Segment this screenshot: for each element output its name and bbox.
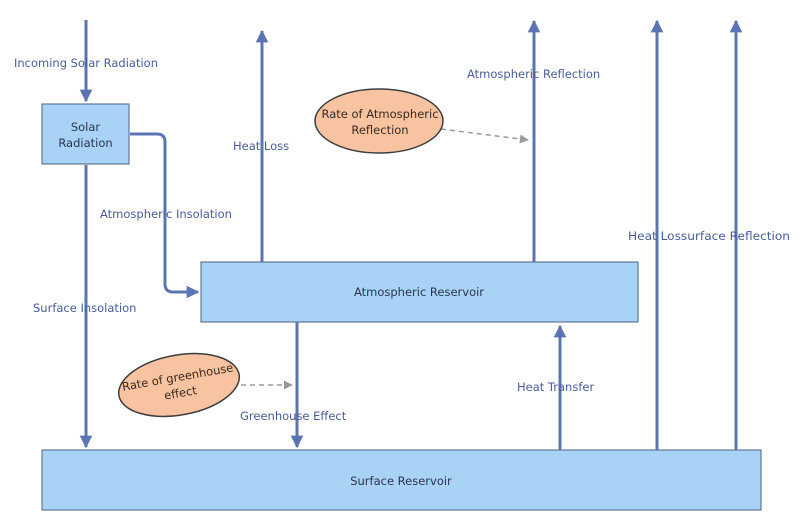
rate-greenhouse-effect-line2: effect	[163, 383, 198, 403]
surface-insolation-label: Surface Insolation	[33, 301, 136, 315]
solar-radiation-label-line1: Solar	[71, 120, 101, 134]
atmospheric-insolation-label: Atmospheric Insolation	[100, 207, 232, 221]
reflection-rate-link	[440, 128, 529, 144]
rate-atmospheric-reflection-oval[interactable]: Rate of Atmospheric Reflection	[314, 88, 444, 154]
atmospheric-reservoir-box[interactable]: Atmospheric Reservoir	[200, 261, 639, 323]
solar-radiation-label-line2: Radiation	[58, 136, 112, 150]
atmospheric-insolation-arrow[interactable]	[130, 132, 200, 299]
heat-loss-surface-reflection-label: Heat Lossurface Reflection	[628, 229, 790, 243]
greenhouse-effect-label: Greenhouse Effect	[240, 409, 347, 423]
surface-reservoir-label: Surface Reservoir	[350, 474, 452, 488]
heat-transfer-label: Heat Transfer	[517, 380, 594, 394]
rate-atmospheric-reflection-line2: Reflection	[351, 123, 408, 137]
rate-atmospheric-reflection-line1: Rate of Atmospheric	[321, 107, 438, 121]
atmospheric-reservoir-label: Atmospheric Reservoir	[354, 285, 484, 299]
atmospheric-reflection-label: Atmospheric Reflection	[467, 67, 600, 81]
rate-greenhouse-effect-oval[interactable]: Rate of greenhouse effect	[114, 345, 245, 425]
surface-reservoir-box[interactable]: Surface Reservoir	[41, 449, 762, 511]
solar-radiation-box[interactable]: Solar Radiation	[41, 103, 130, 165]
heat-loss-label: Heat Loss	[233, 139, 289, 153]
incoming-solar-radiation-label: Incoming Solar Radiation	[14, 56, 158, 70]
